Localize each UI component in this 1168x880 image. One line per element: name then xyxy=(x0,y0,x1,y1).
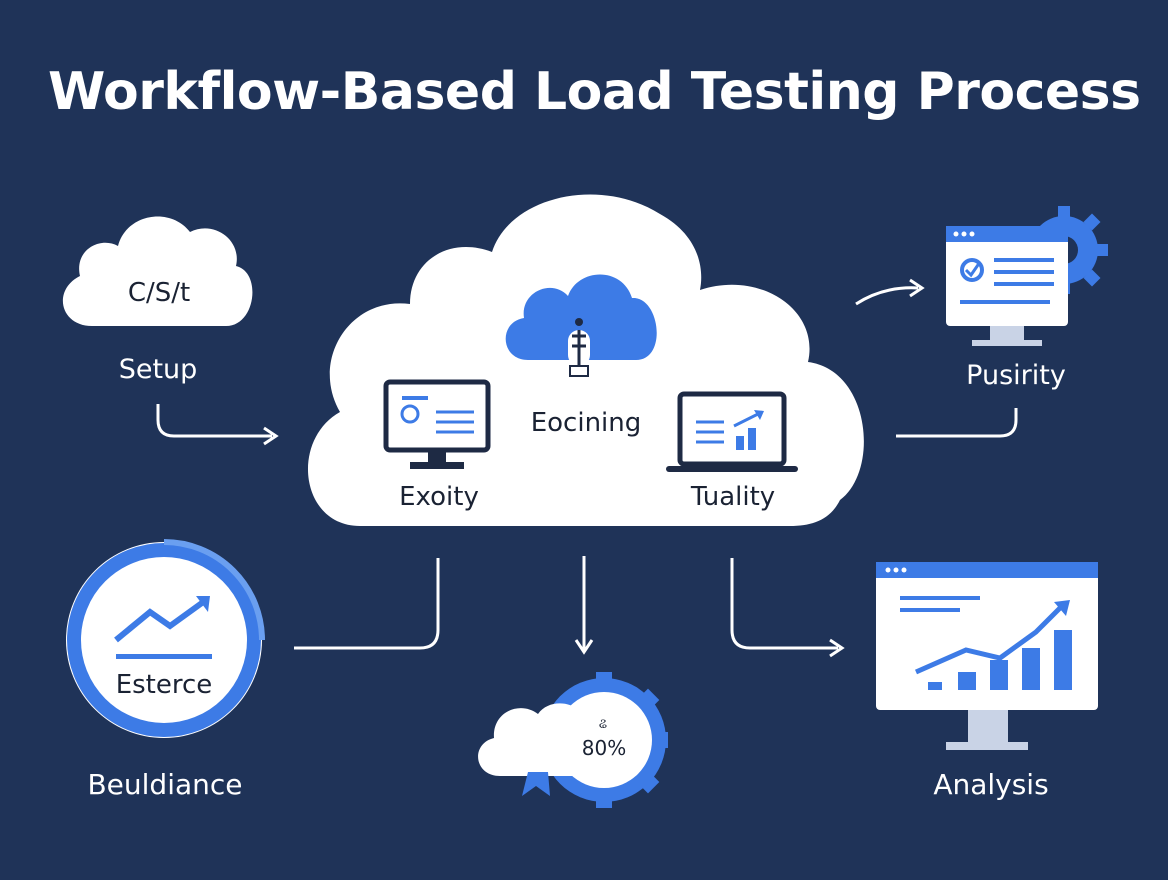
setup-arrow xyxy=(156,404,272,438)
cloud-lightbulb-icon xyxy=(505,274,657,377)
setup-arrow-head xyxy=(263,426,279,446)
analysis-arrow xyxy=(730,558,838,650)
pusirity-label: Pusirity xyxy=(966,360,1066,391)
esterce-inner-label: Esterce xyxy=(115,670,213,700)
center-left-label: Exoity xyxy=(399,482,479,512)
beuldiance-label: Beuldiance xyxy=(87,768,243,801)
monitor-gear-icon xyxy=(946,206,1108,346)
connector-arrows xyxy=(156,278,1018,658)
laptop-chart-icon xyxy=(666,391,798,472)
pusirity-arrow xyxy=(855,286,919,306)
setup-cloud-text: C/S/t xyxy=(127,278,191,308)
center-top-label: Eocining xyxy=(530,408,642,438)
center-right-label: Tuality xyxy=(690,482,776,512)
gear-value-text: 80% xyxy=(581,736,627,760)
trend-ring-icon xyxy=(66,539,265,738)
pusirity-arrow-head xyxy=(909,278,925,298)
page-title: Workflow-Based Load Testing Process xyxy=(48,62,1141,122)
monitor-bar-chart-icon xyxy=(876,562,1098,750)
pusirity-return-line xyxy=(896,408,1018,438)
analysis-arrow-head xyxy=(829,638,845,658)
down-arrow-head xyxy=(574,639,594,655)
gear-small-text: ଌ xyxy=(598,716,608,732)
setup-cloud-icon xyxy=(62,216,253,326)
analysis-label: Analysis xyxy=(933,768,1049,801)
esterce-connector xyxy=(294,558,440,650)
setup-label: Setup xyxy=(118,354,198,385)
monitor-dashboard-icon xyxy=(383,379,491,469)
cloud-gear-icon xyxy=(478,672,668,808)
